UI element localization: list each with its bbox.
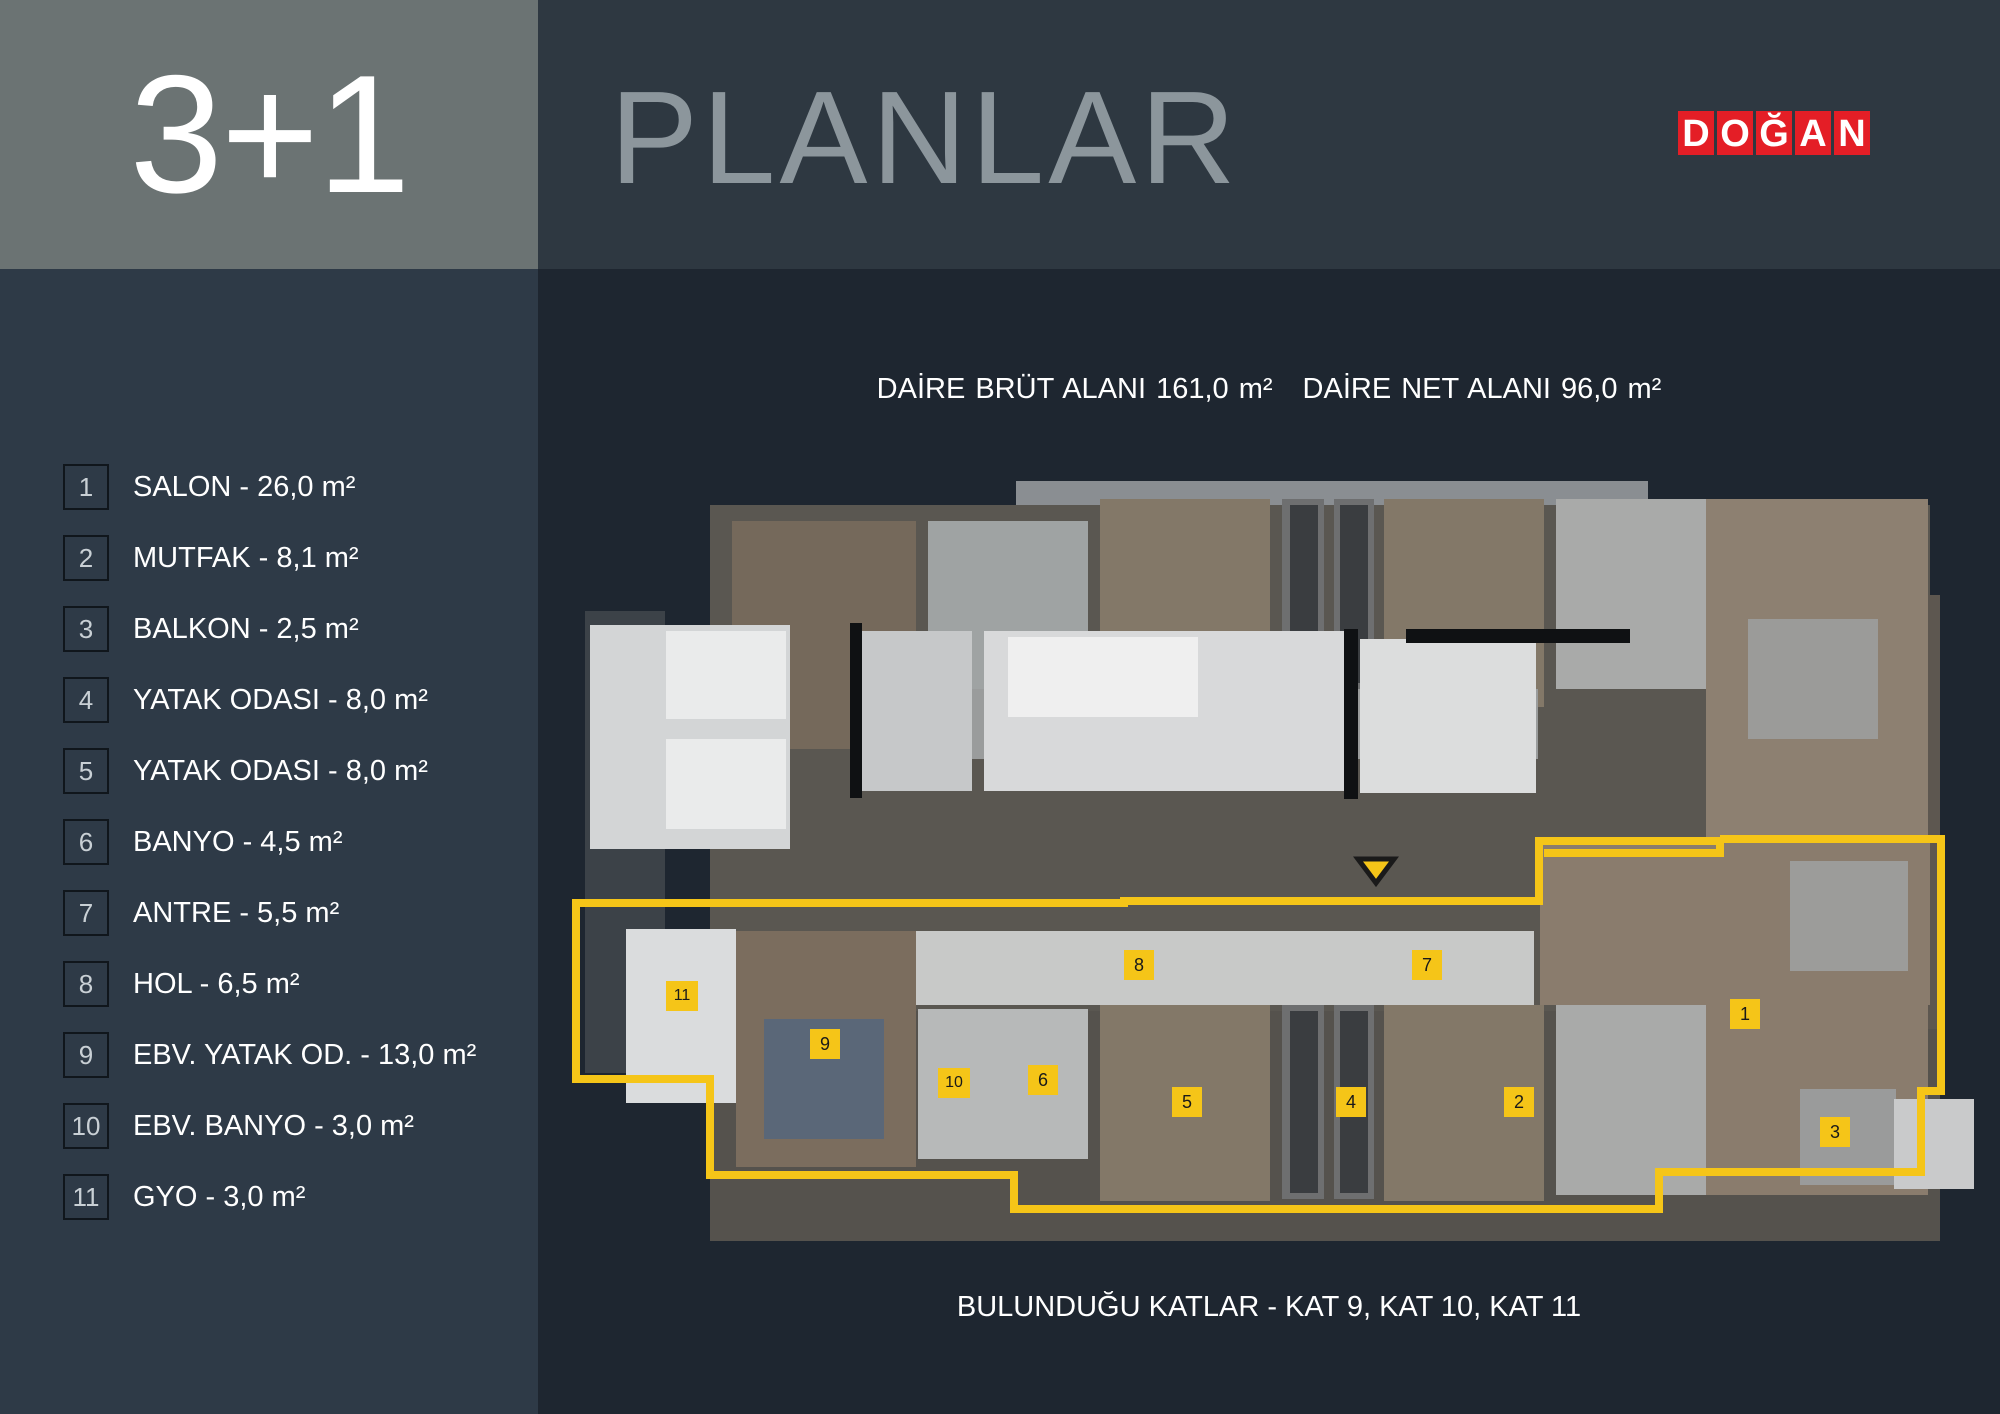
legend-number: 1 [63,464,109,510]
stair-core [590,623,1630,849]
legend-label: YATAK ODASI - 8,0 m² [133,683,428,716]
area-info: DAİRE BRÜT ALANI 161,0 m² DAİRE NET ALANI… [538,373,2000,406]
legend-label: BALKON - 2,5 m² [133,612,359,645]
header-bar: PLANLAR D O Ğ A N [538,0,2000,269]
legend-label: SALON - 26,0 m² [133,470,356,503]
room-marker-3: 3 [1820,1117,1850,1147]
legend-number: 8 [63,961,109,1007]
legend-item: 2 MUTFAK - 8,1 m² [63,535,359,581]
room-legend-sidebar: 1 SALON - 26,0 m² 2 MUTFAK - 8,1 m² 3 BA… [0,269,538,1414]
room-marker-2: 2 [1504,1087,1534,1117]
room-marker-8: 8 [1124,950,1154,980]
legend-number: 5 [63,748,109,794]
logo-letter: Ğ [1756,111,1792,155]
legend-item: 4 YATAK ODASI - 8,0 m² [63,677,428,723]
apartment-highlight-outline [572,835,1945,1213]
legend-item: 8 HOL - 6,5 m² [63,961,300,1007]
unit-type-tile: 3+1 [0,0,538,269]
logo-letter: A [1795,111,1831,155]
legend-number: 6 [63,819,109,865]
legend-item: 9 EBV. YATAK OD. - 13,0 m² [63,1032,476,1078]
legend-item: 5 YATAK ODASI - 8,0 m² [63,748,428,794]
room-marker-4: 4 [1336,1087,1366,1117]
net-area: DAİRE NET ALANI 96,0 m² [1302,373,1662,405]
room-marker-9: 9 [810,1029,840,1059]
page-title: PLANLAR [610,64,1240,211]
legend-item: 3 BALKON - 2,5 m² [63,606,359,652]
room-marker-7: 7 [1412,950,1442,980]
legend-label: YATAK ODASI - 8,0 m² [133,754,428,787]
legend-number: 10 [63,1103,109,1149]
floor-info: BULUNDUĞU KATLAR - KAT 9, KAT 10, KAT 11 [956,1291,1582,1323]
gross-area: DAİRE BRÜT ALANI 161,0 m² [876,373,1273,405]
legend-item: 1 SALON - 26,0 m² [63,464,355,510]
legend-number: 11 [63,1174,109,1220]
room-marker-10: 10 [938,1068,970,1098]
legend-number: 4 [63,677,109,723]
legend-item: 7 ANTRE - 5,5 m² [63,890,339,936]
legend-label: ANTRE - 5,5 m² [133,896,340,929]
legend-label: GYO - 3,0 m² [133,1180,306,1213]
legend-number: 7 [63,890,109,936]
room-marker-5: 5 [1172,1087,1202,1117]
room-marker-6: 6 [1028,1065,1058,1095]
legend-number: 3 [63,606,109,652]
logo-letter: N [1834,111,1870,155]
legend-number: 9 [63,1032,109,1078]
legend-item: 6 BANYO - 4,5 m² [63,819,343,865]
logo-letter: O [1717,111,1753,155]
legend-item: 11 GYO - 3,0 m² [63,1174,305,1220]
entrance-marker [1353,856,1399,888]
room-marker-11: 11 [666,981,698,1011]
logo-letter: D [1678,111,1714,155]
legend-label: HOL - 6,5 m² [133,967,300,1000]
room-marker-1: 1 [1730,999,1760,1029]
floor-plan-panel: DAİRE BRÜT ALANI 161,0 m² DAİRE NET ALANI… [538,269,2000,1414]
legend-label: EBV. YATAK OD. - 13,0 m² [133,1038,477,1071]
legend-number: 2 [63,535,109,581]
legend-label: BANYO - 4,5 m² [133,825,343,858]
legend-item: 10 EBV. BANYO - 3,0 m² [63,1103,414,1149]
legend-label: EBV. BANYO - 3,0 m² [133,1109,414,1142]
unit-type: 3+1 [129,40,411,228]
floor-plan [572,481,1974,1241]
legend-label: MUTFAK - 8,1 m² [133,541,359,574]
brand-logo: D O Ğ A N [1678,111,1870,155]
